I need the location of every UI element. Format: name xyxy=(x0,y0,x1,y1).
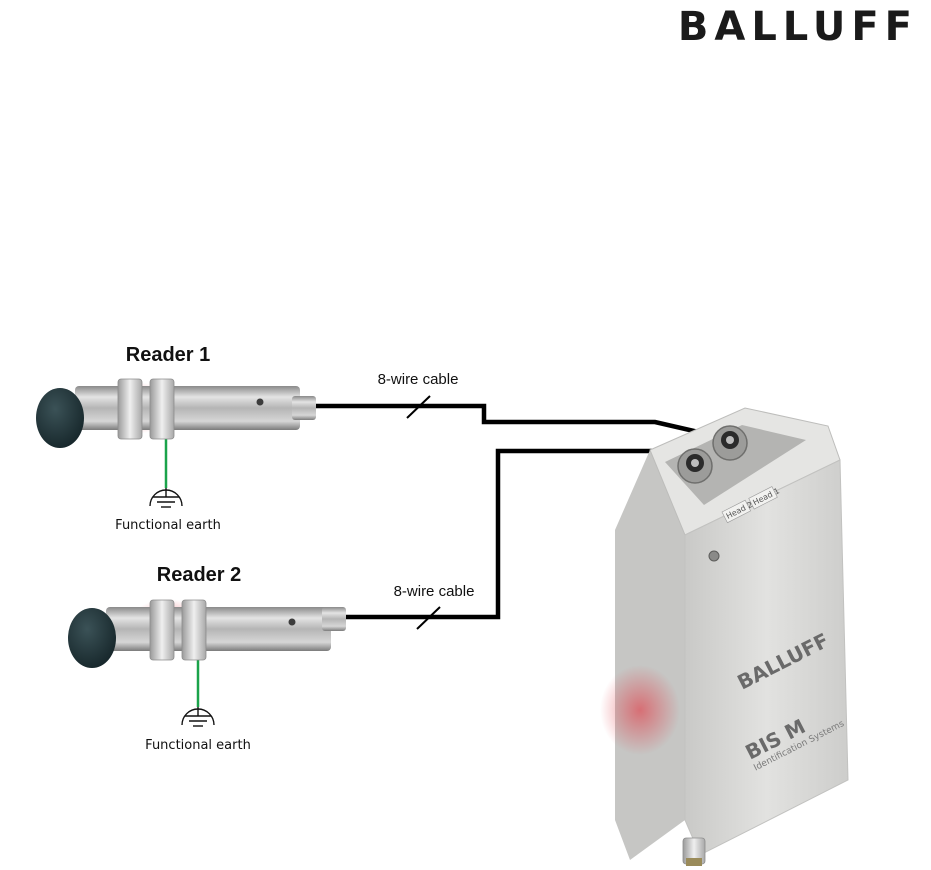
processor-unit: Head 2 Head 1 BALLUFF BIS M Identificati… xyxy=(600,408,848,866)
reader-1-title: Reader 1 xyxy=(126,344,211,366)
device-bottom-connector xyxy=(683,838,705,866)
reader-1-led xyxy=(257,399,264,406)
reader-1-nut-2 xyxy=(150,379,174,439)
reader-1-body xyxy=(75,386,300,430)
reader-2-body xyxy=(106,607,331,651)
reader-1: Reader 1 Functional earth 8-wire cable xyxy=(36,344,720,533)
device-glow xyxy=(600,665,680,755)
balluff-logo: BALLUFF xyxy=(678,4,918,50)
reader-2-nut-2 xyxy=(182,600,206,660)
reader-2-cap xyxy=(68,608,116,668)
reader-2-connector xyxy=(322,607,346,631)
reader-1-cap xyxy=(36,388,84,448)
device-port-head2 xyxy=(678,449,712,483)
reader-2-led xyxy=(289,619,296,626)
reader-2-earth-label: Functional earth xyxy=(145,738,251,753)
device-side-panel xyxy=(615,450,685,860)
reader-2-ground-icon xyxy=(182,707,214,726)
reader-1-ground-icon xyxy=(150,488,182,507)
reader-1-connector xyxy=(292,396,316,420)
reader-2-nut-1 xyxy=(150,600,174,660)
reader-1-cable-label: 8-wire cable xyxy=(378,371,459,388)
reader-1-nut-1 xyxy=(118,379,142,439)
device-port-head1 xyxy=(713,426,747,460)
device-screw-icon xyxy=(709,551,719,561)
reader-2-cable-label: 8-wire cable xyxy=(394,583,475,600)
reader-2-title: Reader 2 xyxy=(157,564,242,586)
reader-1-cable xyxy=(315,406,720,437)
reader-1-earth-label: Functional earth xyxy=(115,518,221,533)
